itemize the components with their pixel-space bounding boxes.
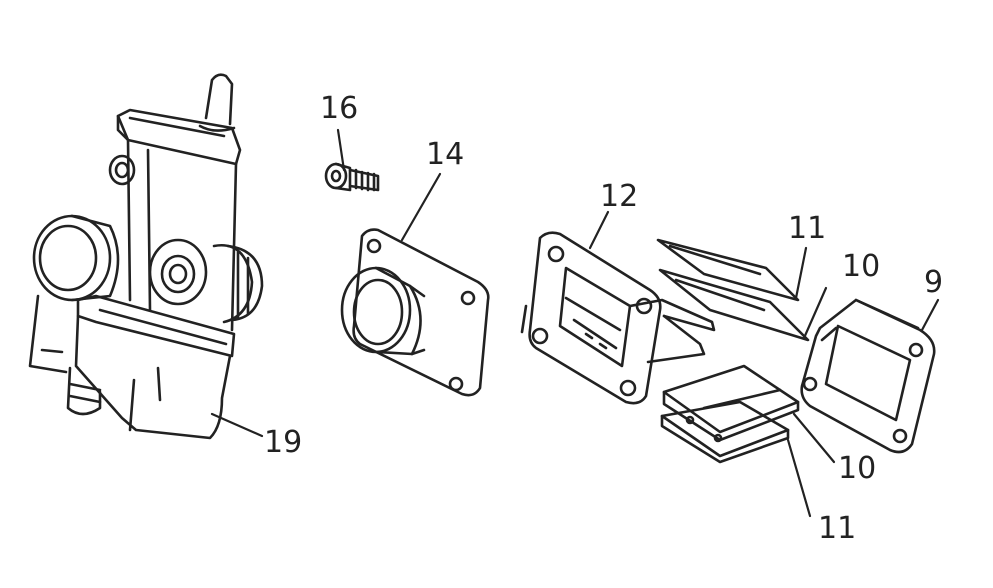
reed-petal-bottom-part	[662, 402, 788, 462]
intake-flange-part	[342, 230, 488, 396]
leader-9	[920, 298, 940, 332]
reed-housing-part	[522, 233, 714, 403]
leader-12	[588, 210, 610, 250]
bolt-part	[326, 164, 378, 190]
callout-14: 14	[426, 137, 464, 172]
callout-19: 19	[264, 425, 302, 460]
gasket-part	[802, 300, 935, 452]
leader-14	[400, 172, 442, 242]
leader-10-top	[802, 286, 828, 340]
callout-9: 9	[924, 265, 943, 300]
callout-10-bottom: 10	[838, 451, 876, 486]
leader-11-top	[794, 246, 808, 300]
leader-10-bottom	[792, 412, 836, 464]
callout-16: 16	[320, 91, 358, 126]
leader-16	[336, 128, 346, 172]
leader-11-bottom	[786, 438, 812, 518]
carburetor-part	[30, 75, 262, 438]
reed-petal-top-part	[658, 240, 808, 340]
callout-11-top: 11	[788, 211, 826, 246]
callout-10-top: 10	[842, 249, 880, 284]
leader-19	[210, 412, 264, 438]
callout-12: 12	[600, 179, 638, 214]
callout-11-bottom: 11	[818, 511, 856, 546]
